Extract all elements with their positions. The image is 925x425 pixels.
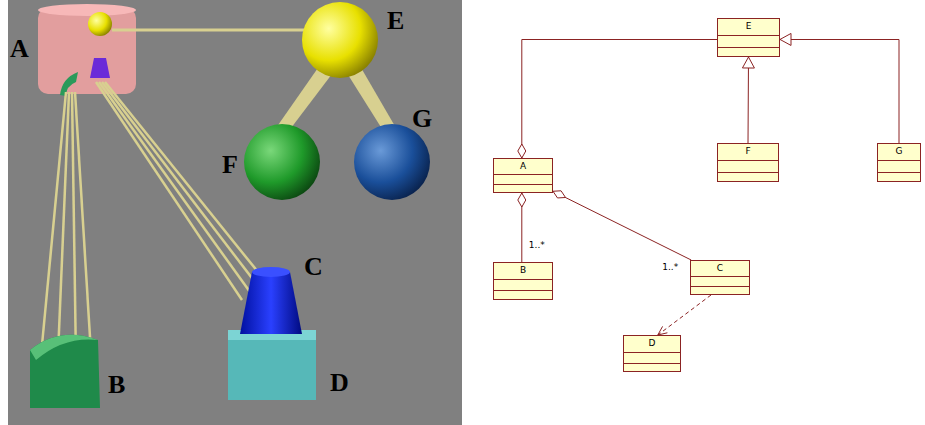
class-box: F [717, 143, 779, 182]
class-box: G [877, 143, 921, 182]
class-name: A [494, 159, 552, 173]
compartment-line [718, 172, 778, 173]
compartment-line [718, 160, 778, 161]
class-box: E [717, 18, 780, 57]
class-box: B [493, 262, 553, 300]
uml-connector [780, 33, 899, 143]
arrow-head [780, 33, 791, 45]
part-letter: E [387, 6, 404, 36]
uml-connector [553, 191, 691, 260]
part-letter: G [412, 104, 432, 134]
compartment-line [878, 172, 920, 173]
multiplicity-label: 1..* [661, 262, 679, 272]
arrow-head [518, 193, 526, 207]
class-name: D [624, 336, 680, 350]
class-name: F [718, 144, 778, 158]
compartment-line [624, 363, 680, 364]
compartment-line [494, 184, 552, 185]
class-name: B [494, 263, 552, 277]
uml-connector [658, 295, 711, 335]
part-letter: F [222, 150, 238, 180]
class-name: C [691, 261, 749, 275]
class-box: D [623, 335, 681, 372]
class-box: C [690, 260, 750, 295]
compartment-line [624, 352, 680, 353]
compartment-line [494, 279, 552, 280]
class-name: G [878, 144, 920, 158]
compartment-line [494, 174, 552, 175]
compartment-line [878, 160, 920, 161]
uml-connector [742, 57, 754, 143]
arrow-head [518, 144, 526, 158]
compartment-line [494, 290, 552, 291]
part-letter: D [330, 368, 349, 398]
arrow-head [658, 326, 668, 335]
part-letter: C [304, 252, 323, 282]
compartment-line [718, 47, 779, 48]
uml-connector [518, 193, 526, 262]
compartment-line [718, 35, 779, 36]
part-letter: B [108, 370, 125, 400]
arrow-head [553, 191, 566, 198]
class-box: A [493, 158, 553, 193]
class-name: E [718, 19, 779, 33]
arrow-head [742, 57, 754, 68]
multiplicity-label: 1..* [528, 240, 546, 250]
part-letter: A [10, 34, 29, 64]
compartment-line [691, 276, 749, 277]
uml-connector [518, 40, 717, 159]
compartment-line [691, 286, 749, 287]
